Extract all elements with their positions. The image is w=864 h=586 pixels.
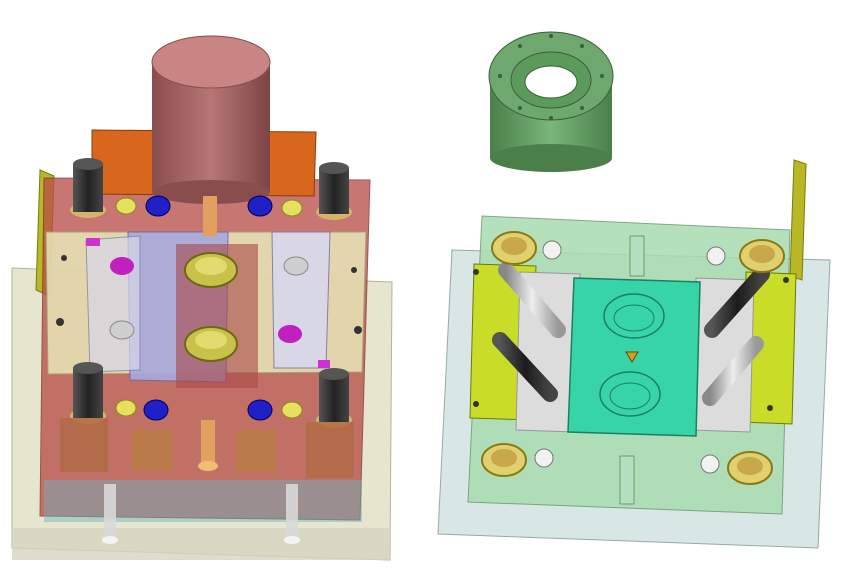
right-bushing-tr <box>739 239 785 273</box>
blue-bolt-tl <box>145 195 171 217</box>
blue-bolt-tr <box>247 195 273 217</box>
angle-pin-bl <box>492 332 558 402</box>
left-guide-pillar-bl <box>70 362 106 424</box>
left-lower-plate <box>44 480 362 522</box>
yellow-bush-1 <box>115 197 137 215</box>
right-bushing-bl <box>481 443 527 477</box>
left-bottom-plate-edge <box>12 528 390 560</box>
magenta-part-1 <box>110 257 134 275</box>
left-cylinder <box>151 35 271 204</box>
angle-pin-tr <box>704 266 770 338</box>
yellow-bush-2 <box>281 199 303 217</box>
left-guide-pillar-tl <box>70 158 106 218</box>
right-core-cavity-bottom <box>599 371 661 417</box>
left-ejector-pins <box>102 484 300 544</box>
right-bushing-tl <box>491 231 537 265</box>
right-core-cavity-top <box>603 293 665 339</box>
right-mold <box>437 159 831 549</box>
right-sprue-top <box>629 235 645 277</box>
magenta-strip-1 <box>86 238 100 246</box>
left-cavity-top <box>184 252 238 288</box>
left-slide-right <box>271 231 331 369</box>
right-side-bar <box>789 159 807 281</box>
left-bushing-bc2 <box>236 430 276 472</box>
left-bushing-bc1 <box>132 430 172 470</box>
left-mold <box>11 35 393 561</box>
left-guide-pillar-br <box>316 368 352 428</box>
right-bushing-br <box>727 451 773 485</box>
left-sprue-bottom <box>201 420 215 466</box>
magenta-part-2 <box>278 325 302 343</box>
blue-bolt-br <box>247 399 273 421</box>
left-sprue-top <box>203 196 217 236</box>
right-screw-holes <box>473 269 789 411</box>
angle-pin-tl <box>498 262 566 338</box>
grey-pin-1 <box>109 320 135 340</box>
angle-pin-br <box>702 336 764 406</box>
left-cavity-bottom <box>184 326 238 362</box>
yellow-bush-3 <box>115 399 137 417</box>
left-bushing-bl <box>60 418 108 472</box>
left-guide-pillar-tr <box>316 162 352 220</box>
blue-bolt-bl <box>143 399 169 421</box>
grey-pin-2 <box>283 256 309 276</box>
left-sprue-tip <box>198 461 218 471</box>
left-bushing-br <box>306 422 354 478</box>
right-bolts <box>534 240 726 474</box>
magenta-strip-2 <box>318 360 330 368</box>
left-slide-left <box>85 235 141 373</box>
right-sprue-bottom <box>619 455 635 505</box>
left-screw-holes <box>56 255 362 334</box>
locating-ring <box>488 31 614 172</box>
right-gate-marker <box>625 351 639 363</box>
yellow-bush-4 <box>281 401 303 419</box>
